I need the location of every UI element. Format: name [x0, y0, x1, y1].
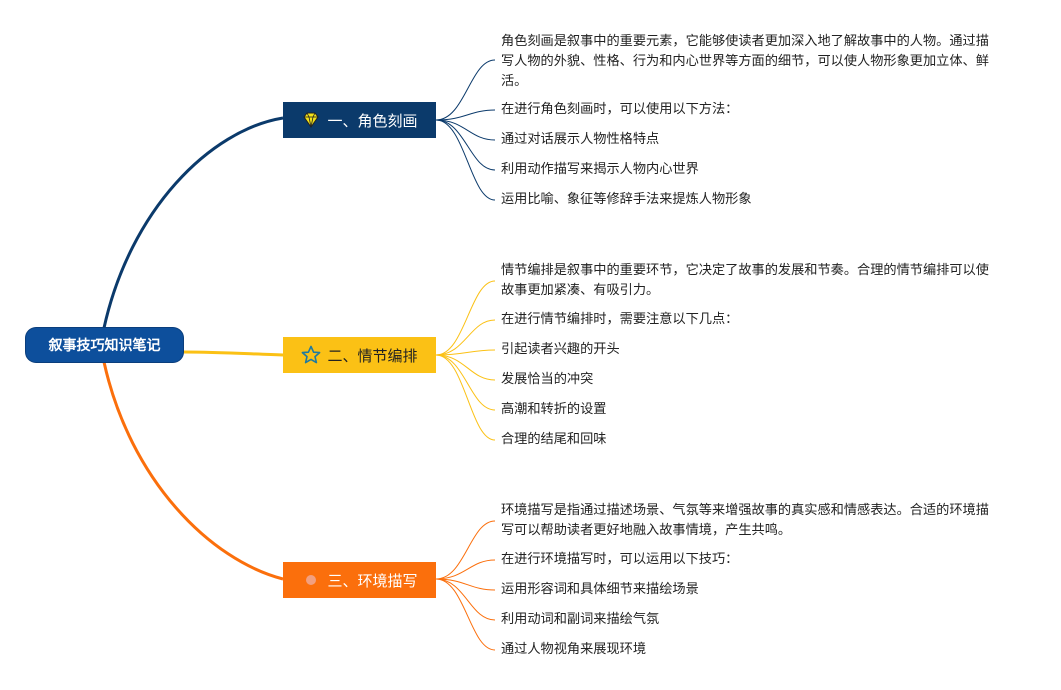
- leaf-2-2: 在进行情节编排时，需要注意以下几点：: [501, 312, 739, 327]
- leaf-2-1: 情节编排是叙事中的重要环节，它决定了故事的发展和节奏。合理的情节编排可以使故事更…: [501, 263, 989, 298]
- leaf-1-4: 利用动作描写来揭示人物内心世界: [501, 162, 699, 177]
- leaf-2-3: 引起读者兴趣的开头: [501, 342, 620, 357]
- root-label: 叙事技巧知识笔记: [48, 338, 161, 354]
- connector-root-branch-3: [102, 361, 284, 581]
- branch-label-3: 三、环境描写: [327, 571, 418, 590]
- root-node[interactable]: 叙事技巧知识笔记: [26, 328, 183, 362]
- diamond-icon: [303, 112, 320, 128]
- leaf-2-5: 高潮和转折的设置: [501, 402, 607, 417]
- branch-node-1[interactable]: 一、角色刻画: [283, 102, 436, 138]
- leaf-3-5: 通过人物视角来展现环境: [501, 642, 647, 657]
- branch-node-3[interactable]: 三、环境描写: [283, 562, 436, 598]
- connector-root-branch-1: [102, 116, 284, 329]
- leaf-connectors-branch-3: [435, 520, 496, 651]
- leaf-1-2: 在进行角色刻画时，可以使用以下方法：: [501, 102, 739, 117]
- branch-node-2[interactable]: 二、情节编排: [283, 337, 436, 373]
- branch-label-1: 一、角色刻画: [327, 111, 418, 130]
- leaf-1-3: 通过对话展示人物性格特点: [501, 132, 660, 147]
- star-icon: [302, 345, 321, 364]
- leaf-1-1: 角色刻画是叙事中的重要元素，它能够使读者更加深入地了解故事中的人物。通过描写人物…: [501, 34, 989, 89]
- branch-label-2: 二、情节编排: [327, 346, 418, 365]
- leaf-connectors-branch-2: [435, 280, 496, 441]
- dot-icon: [306, 575, 317, 585]
- leaf-connectors-branch-1: [435, 59, 496, 201]
- leaf-3-4: 利用动词和副词来描绘气氛: [501, 612, 660, 627]
- leaf-3-3: 运用形容词和具体细节来描绘场景: [501, 582, 699, 597]
- leaf-2-6: 合理的结尾和回味: [501, 432, 607, 447]
- connector-root-branch-2: [182, 350, 284, 357]
- leaf-2-4: 发展恰当的冲突: [501, 372, 594, 387]
- leaf-3-2: 在进行环境描写时，可以运用以下技巧：: [501, 552, 739, 567]
- leaf-1-5: 运用比喻、象征等修辞手法来提炼人物形象: [501, 192, 752, 207]
- leaf-3-1: 环境描写是指通过描述场景、气氛等来增强故事的真实感和情感表达。合适的环境描写可以…: [501, 503, 989, 538]
